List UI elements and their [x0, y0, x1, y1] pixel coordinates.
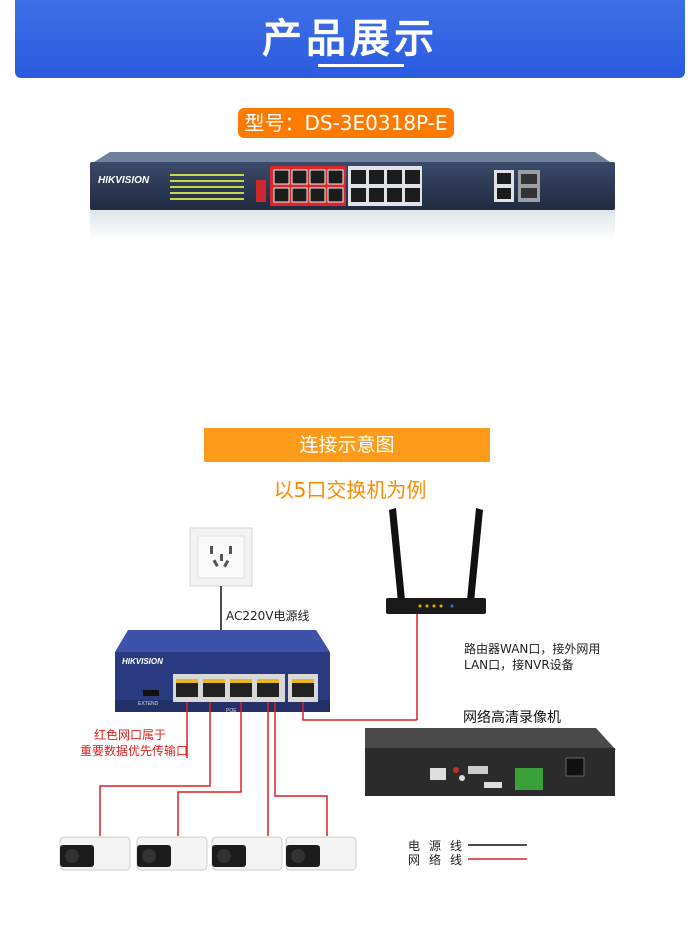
product-switch-image: HIKVISION — [90, 152, 615, 240]
camera-2-icon — [136, 836, 208, 871]
section-subtitle: 以5口交换机为例 — [273, 478, 427, 502]
connection-diagram: HIKVISION EXTEND POE — [59, 508, 616, 871]
camera-1-icon — [59, 836, 131, 871]
section-title: 连接示意图 — [204, 428, 490, 462]
camera2-network-line — [177, 702, 242, 836]
brand-logo: HIKVISION — [98, 175, 150, 186]
switch-poe-label: POE — [226, 708, 237, 714]
header-banner: 产品展示 — [15, 0, 685, 78]
uplink-network-line — [302, 702, 417, 721]
power-cable-label: AC220V电源线 — [226, 609, 310, 623]
legend-network-label: 网络线 — [408, 853, 472, 867]
router-note-line2: LAN口，接NVR设备 — [464, 658, 574, 672]
camera1-network-line — [99, 702, 211, 836]
red-port-note-line1: 红色网口属于 — [94, 728, 167, 742]
model-label: 型号：DS-3E0318P-E — [238, 108, 454, 138]
switch-extend-label: EXTEND — [138, 701, 159, 707]
legend-power-label: 电源线 — [408, 839, 472, 853]
router-icon — [386, 508, 486, 614]
red-port-note-line2: 重要数据优先传输口 — [80, 744, 189, 758]
page-title: 产品展示 — [262, 16, 438, 62]
nvr-device-icon — [365, 728, 616, 796]
poe-switch-icon: HIKVISION EXTEND POE — [115, 630, 330, 714]
nvr-label: 网络高清录像机 — [463, 710, 561, 726]
camera-3-icon — [211, 836, 283, 871]
title-underline — [318, 64, 404, 67]
camera-4-icon — [285, 836, 357, 871]
router-note-line1: 路由器WAN口，接外网用 — [464, 642, 601, 656]
wall-socket-icon — [189, 527, 253, 587]
camera4-network-line — [274, 702, 328, 836]
switch-brand: HIKVISION — [122, 657, 163, 666]
